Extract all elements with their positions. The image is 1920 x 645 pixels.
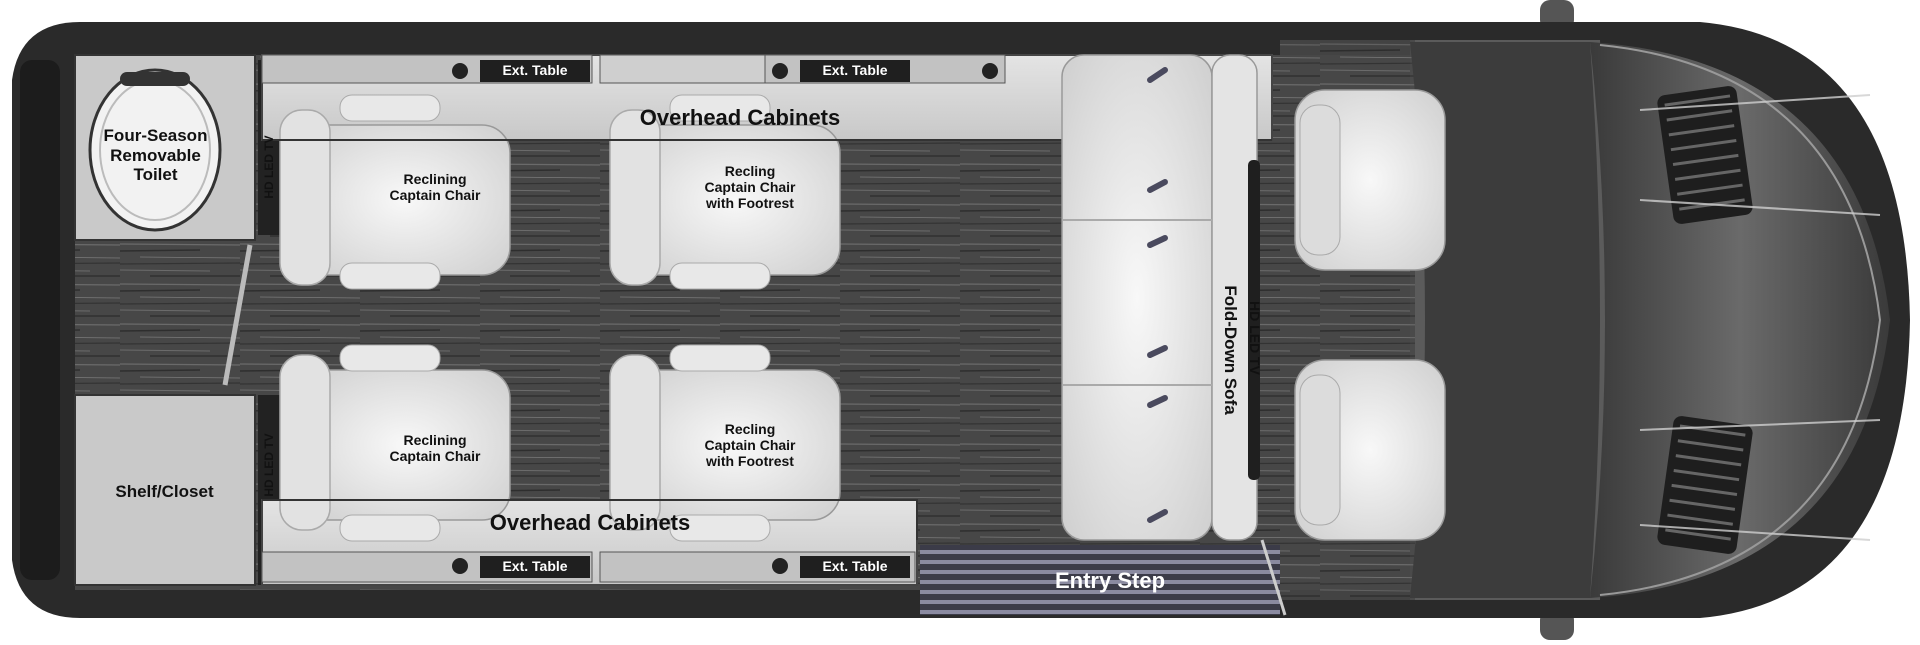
- label-chair-top-mid: Recling Captain Chair with Footrest: [704, 163, 796, 212]
- label-ext-table-bottom-2: Ext. Table: [822, 558, 888, 574]
- label-tv-top: HD LED TV: [262, 135, 276, 199]
- hood-vent-bottom: [1657, 416, 1753, 554]
- windshield: [1410, 42, 1600, 598]
- cup-holder: [772, 558, 788, 574]
- label-overhead-bottom: Overhead Cabinets: [489, 510, 691, 535]
- captain-chair-bottom-left: [279, 344, 511, 542]
- label-entry-step: Entry Step: [1054, 568, 1166, 593]
- cab-seat-bottom: [1294, 359, 1446, 541]
- entry-step: [920, 545, 1280, 615]
- label-chair-top-left: Reclining Captain Chair: [389, 171, 481, 204]
- captain-chair-top-mid: [609, 94, 841, 290]
- sofa-tv-panel: [1248, 160, 1260, 480]
- cup-holder: [452, 63, 468, 79]
- cup-holder: [982, 63, 998, 79]
- label-chair-bottom-mid: Recling Captain Chair with Footrest: [704, 421, 796, 470]
- captain-chair-bottom-mid: [609, 344, 841, 542]
- label-overhead-top: Overhead Cabinets: [639, 105, 841, 130]
- toilet-icon: [88, 68, 222, 232]
- hood: [1590, 42, 1890, 598]
- label-toilet: Four-Season Removable Toilet: [103, 126, 208, 185]
- label-sofa: Fold-Down Sofa: [1221, 285, 1240, 415]
- hood-vent-top: [1657, 86, 1753, 224]
- label-ext-table-top-1: Ext. Table: [502, 62, 568, 78]
- captain-chair-top-left: [279, 94, 511, 290]
- closet: [74, 394, 256, 586]
- cup-holder: [772, 63, 788, 79]
- cab-seat-top: [1294, 89, 1446, 271]
- cup-holder: [452, 558, 468, 574]
- label-ext-table-bottom-1: Ext. Table: [502, 558, 568, 574]
- label-closet: Shelf/Closet: [115, 482, 214, 501]
- rear-door-divider: [222, 244, 253, 386]
- label-ext-table-top-2: Ext. Table: [822, 62, 888, 78]
- rear-bumper: [20, 60, 60, 580]
- label-sofa-tv: HD LED TV: [1247, 301, 1263, 375]
- label-tv-bottom: HD LED TV: [262, 433, 276, 497]
- label-chair-bottom-left: Reclining Captain Chair: [389, 432, 481, 465]
- fold-down-sofa: [1061, 54, 1260, 541]
